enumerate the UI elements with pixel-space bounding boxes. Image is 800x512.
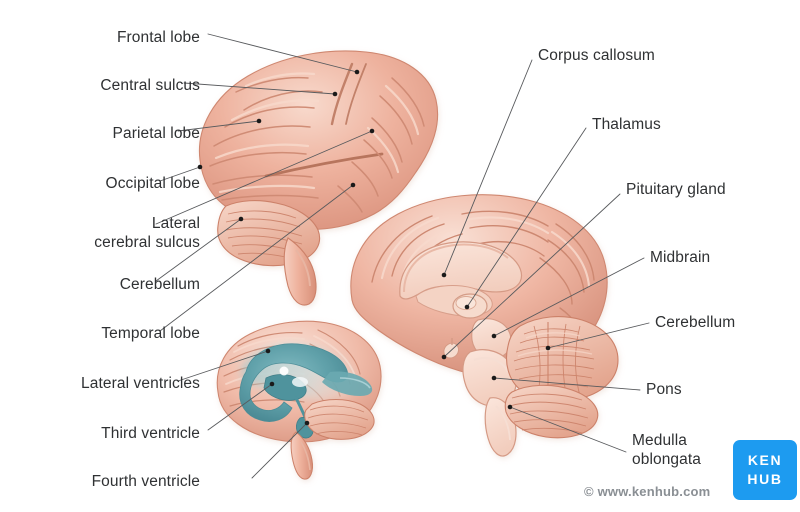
kenhub-logo-line2: HUB [747,471,783,487]
label-lateral-cerebral-sulcus[interactable]: Lateral cerebral sulcus [94,215,200,251]
leader-cerebellum-lateral [155,218,242,282]
label-medulla-oblongata[interactable]: Medulla oblongata [632,432,701,468]
leader-lines [155,33,650,479]
label-parietal-lobe[interactable]: Parietal lobe [112,125,200,142]
leader-cerebellum-mid [547,322,650,349]
leader-third-ventricle [207,383,273,431]
leader-fourth-ventricle [251,422,308,479]
leader-dots [197,69,551,426]
label-pons[interactable]: Pons [646,381,682,398]
leader-temporal-lobe [159,184,354,332]
leader-midbrain [493,257,645,337]
ventricles-brain-view [216,320,382,480]
leader-parietal-lobe [177,120,260,132]
label-corpus-callosum[interactable]: Corpus callosum [538,47,655,64]
leader-lateral-cerebral-sulcus [155,130,373,225]
leader-central-sulcus [183,82,336,95]
label-lateral-ventricles[interactable]: Lateral ventricles [81,375,200,392]
midsagittal-brain-view [350,194,619,457]
kenhub-logo-line1: KEN [747,452,783,468]
label-temporal-lobe[interactable]: Temporal lobe [101,325,200,342]
leader-thalamus [466,127,587,308]
label-occipital-lobe[interactable]: Occipital lobe [105,175,200,192]
leader-medulla [509,406,627,453]
label-midbrain[interactable]: Midbrain [650,249,711,266]
label-third-ventricle[interactable]: Third ventricle [101,425,200,442]
label-central-sulcus[interactable]: Central sulcus [100,77,200,94]
label-cerebellum-mid[interactable]: Cerebellum [655,314,736,331]
copyright-notice: © www.kenhub.com [584,484,711,499]
leader-pons [493,377,641,391]
leader-lateral-ventricles [177,350,269,382]
kenhub-logo[interactable]: KEN HUB [733,440,797,500]
lateral-brain-view [198,50,439,306]
label-fourth-ventricle[interactable]: Fourth ventricle [91,473,200,490]
leader-pituitary-gland [443,193,621,358]
label-thalamus[interactable]: Thalamus [592,116,661,133]
leader-frontal-lobe [207,33,358,73]
label-frontal-lobe[interactable]: Frontal lobe [116,29,200,46]
leader-occipital-lobe [159,166,201,182]
label-cerebellum-lateral[interactable]: Cerebellum [119,276,200,293]
label-pituitary-gland[interactable]: Pituitary gland [626,181,726,198]
leader-corpus-callosum [443,59,533,276]
